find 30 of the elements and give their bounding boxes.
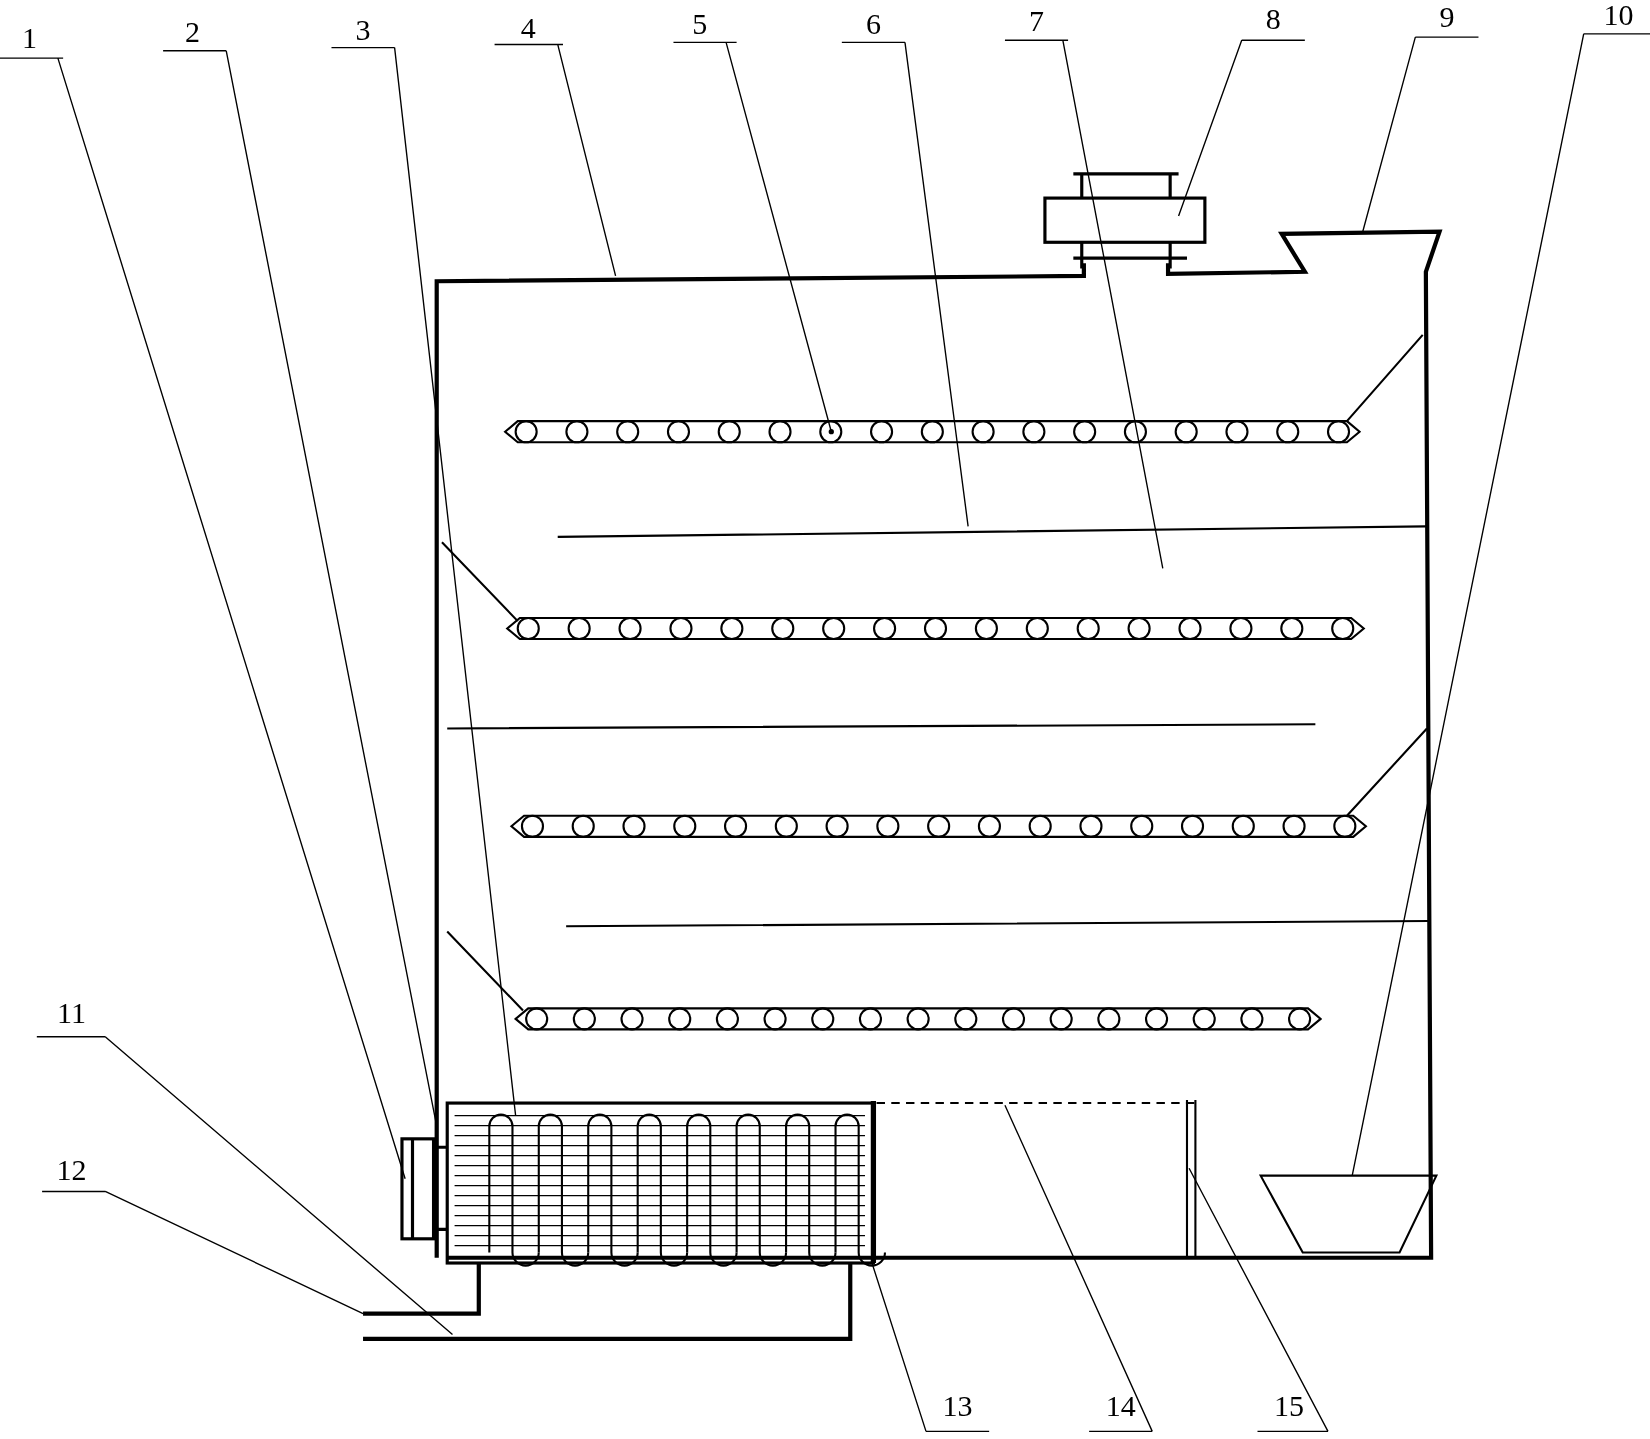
- leader-line: [330, 46, 517, 1117]
- leader-line: [1004, 1104, 1153, 1433]
- leader-line: [1188, 1167, 1329, 1433]
- callout-number: 11: [57, 995, 86, 1029]
- callout-number: 4: [520, 10, 536, 44]
- leader-line: [36, 1036, 454, 1336]
- callout-number: 3: [355, 12, 371, 46]
- callout-number: 15: [1274, 1389, 1305, 1423]
- callout-number: 12: [56, 1153, 87, 1187]
- leader-line: [41, 1190, 364, 1315]
- leader-line: [672, 41, 834, 435]
- callout-number: 5: [692, 7, 708, 41]
- callout-number: 14: [1105, 1389, 1136, 1423]
- leader-line: [1362, 36, 1480, 233]
- callout-number: 10: [1603, 0, 1634, 31]
- callout-number: 13: [942, 1389, 973, 1423]
- leader-line: [1177, 39, 1306, 217]
- leader-line: [162, 50, 438, 1127]
- callout-number: 2: [185, 14, 201, 48]
- leader-line: [493, 43, 617, 277]
- callout-number: 1: [21, 21, 37, 55]
- leader-line: [0, 57, 406, 1180]
- callout-number: 8: [1265, 2, 1281, 36]
- callout-number: 6: [865, 7, 881, 41]
- leader-line: [1004, 39, 1164, 570]
- callout-number: 7: [1029, 4, 1044, 38]
- leader-line: [870, 1260, 990, 1433]
- callout-number: 9: [1439, 0, 1455, 34]
- leader-line: [841, 41, 969, 528]
- leader-line: [1351, 33, 1650, 1177]
